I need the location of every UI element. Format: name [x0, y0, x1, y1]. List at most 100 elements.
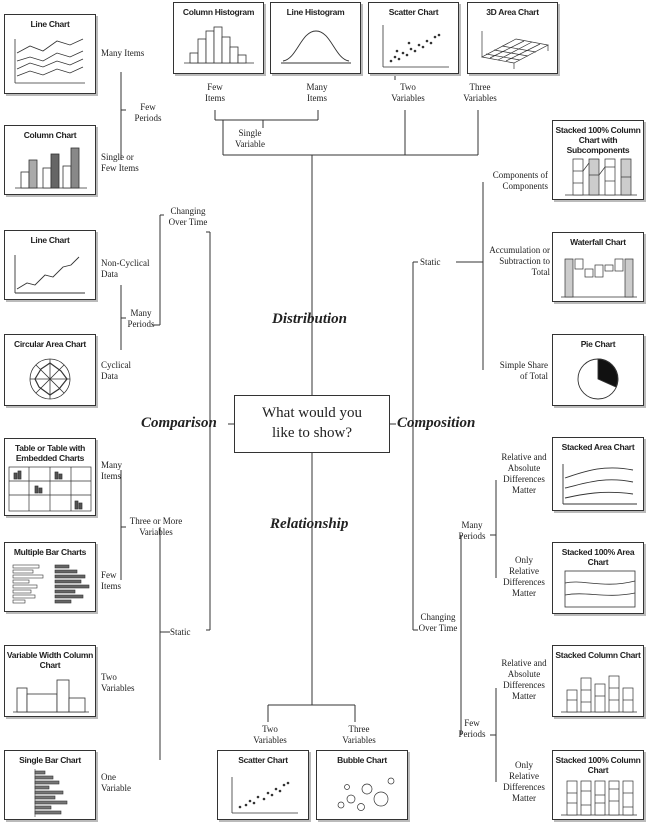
label-single-few-items: Single or Few Items: [101, 152, 139, 173]
stacked-column-icon: [561, 675, 637, 713]
bar-chart-icon: [12, 564, 90, 604]
label-three-more-vars: Three or More Variables: [129, 516, 183, 537]
chart-pie: Pie Chart: [552, 334, 644, 406]
chart-title: Bubble Chart: [337, 755, 387, 765]
label-only-relative-1: Only Relative Differences Matter: [503, 555, 545, 598]
bar-chart-icon: [34, 769, 68, 817]
chart-stacked-column: Stacked Column Chart: [552, 645, 644, 717]
label-few-periods: Few Periods: [134, 102, 162, 123]
chart-title: Variable Width Column Chart: [6, 650, 94, 670]
label-changing-over-time-right: Changing Over Time: [418, 612, 458, 633]
chart-title: Stacked Area Chart: [561, 442, 635, 452]
chart-scatter-top: Scatter Chart: [368, 2, 459, 74]
3d-area-chart-icon: [480, 31, 550, 69]
chart-3d-area: 3D Area Chart: [467, 2, 558, 74]
label-many-periods-right: Many Periods: [458, 520, 486, 541]
bell-curve-icon: [281, 30, 351, 64]
label-accumulation: Accumulation or Subtraction to Total: [489, 245, 550, 277]
chart-scatter-bottom: Scatter Chart: [217, 750, 309, 820]
waterfall-chart-icon: [561, 258, 637, 298]
chart-title: Line Histogram: [286, 7, 345, 17]
chart-bubble: Bubble Chart: [316, 750, 408, 820]
label-single-variable: Single Variable: [235, 128, 265, 149]
chart-title: Single Bar Chart: [19, 755, 81, 765]
bubble-chart-icon: [337, 777, 395, 811]
chart-title: Line Chart: [30, 235, 70, 245]
pie-chart-icon: [577, 358, 619, 400]
label-relative-absolute-2: Relative and Absolute Differences Matter: [501, 658, 547, 701]
label-two-variables-left: Two Variables: [101, 672, 135, 693]
chart-line-histogram: Line Histogram: [270, 2, 361, 74]
label-static-left: Static: [170, 627, 191, 637]
chart-title: Scatter Chart: [238, 755, 288, 765]
line-chart-icon: [14, 38, 85, 84]
category-composition: Composition: [397, 415, 476, 431]
label-changing-over-time-left: Changing Over Time: [168, 206, 208, 227]
histogram-chart-icon: [184, 26, 254, 64]
label-non-cyclical: Non-Cyclical Data: [101, 258, 150, 279]
chart-stacked100-area: Stacked 100% Area Chart: [552, 542, 644, 614]
category-distribution: Distribution: [272, 311, 348, 327]
label-static-right: Static: [420, 257, 441, 267]
chart-stacked100-subcomponents: Stacked 100% Column Chart with Subcompon…: [552, 120, 644, 200]
center-question-box: What would you like to show?: [234, 395, 390, 453]
chart-title: Column Chart: [23, 130, 77, 140]
chart-line-many-items: Line Chart: [4, 14, 96, 94]
line-chart-icon: [14, 255, 85, 294]
chart-line-noncyclical: Line Chart: [4, 230, 96, 300]
label-three-variables-top: Three Variables: [463, 82, 497, 103]
radar-chart-icon: [29, 358, 71, 400]
scatter-chart-icon: [382, 25, 449, 68]
chart-title: Stacked 100% Area Chart: [561, 547, 635, 567]
label-many-items: Many Items: [101, 48, 145, 58]
label-relative-absolute-1: Relative and Absolute Differences Matter: [501, 452, 547, 495]
center-question-line1: What would you: [262, 405, 362, 421]
variable-width-chart-icon: [13, 679, 89, 713]
stacked-100-column-icon: [561, 780, 637, 816]
chart-multiple-bar: Multiple Bar Charts: [4, 542, 96, 612]
chart-title: 3D Area Chart: [486, 7, 539, 17]
chart-column-histogram: Column Histogram: [173, 2, 264, 74]
label-one-variable: One Variable: [101, 772, 131, 793]
label-many-items-bottom: Many Items: [101, 460, 122, 481]
chart-single-bar: Single Bar Chart: [4, 750, 96, 820]
stacked-area-icon: [562, 464, 637, 505]
category-comparison: Comparison: [141, 415, 217, 431]
label-few-items-top: Few Items: [205, 82, 225, 103]
chart-stacked100-column: Stacked 100% Column Chart: [552, 750, 644, 820]
center-question-line2: like to show?: [272, 425, 352, 441]
stacked-100-area-icon: [564, 570, 636, 608]
chart-stacked-area: Stacked Area Chart: [552, 437, 644, 511]
chart-variable-width: Variable Width Column Chart: [4, 645, 96, 717]
chart-title: Waterfall Chart: [570, 237, 626, 247]
chart-title: Circular Area Chart: [14, 339, 86, 349]
stacked-column-icon: [565, 158, 637, 196]
label-few-periods-right: Few Periods: [458, 718, 486, 739]
label-cyclical: Cyclical Data: [101, 360, 131, 381]
chart-title: Table or Table with Embedded Charts: [14, 443, 86, 463]
chart-title: Pie Chart: [580, 339, 616, 349]
chart-column: Column Chart: [4, 125, 96, 195]
chart-title: Line Chart: [30, 19, 70, 29]
chart-title: Column Histogram: [182, 7, 255, 17]
label-few-items: Few Items: [101, 570, 121, 591]
chart-title: Multiple Bar Charts: [13, 547, 87, 557]
label-three-variables-bottom: Three Variables: [342, 724, 376, 745]
label-components-of-components: Components of Components: [492, 170, 548, 191]
label-many-items-top: Many Items: [306, 82, 328, 103]
chart-circular-area: Circular Area Chart: [4, 334, 96, 406]
chart-title: Stacked Column Chart: [555, 650, 641, 660]
label-simple-share: Simple Share of Total: [499, 360, 548, 381]
scatter-chart-icon: [231, 777, 298, 814]
category-relationship: Relationship: [270, 516, 349, 532]
chart-title: Scatter Chart: [388, 7, 439, 17]
chart-title: Stacked 100% Column Chart with Subcompon…: [555, 125, 641, 155]
label-many-periods-left: Many Periods: [127, 308, 155, 329]
chart-waterfall: Waterfall Chart: [552, 232, 644, 302]
label-two-variables-top: Two Variables: [391, 82, 425, 103]
table-chart-icon: [8, 466, 92, 512]
label-two-variables-bottom: Two Variables: [253, 724, 287, 745]
label-only-relative-2: Only Relative Differences Matter: [503, 760, 545, 803]
chart-title: Stacked 100% Column Chart: [555, 755, 641, 775]
